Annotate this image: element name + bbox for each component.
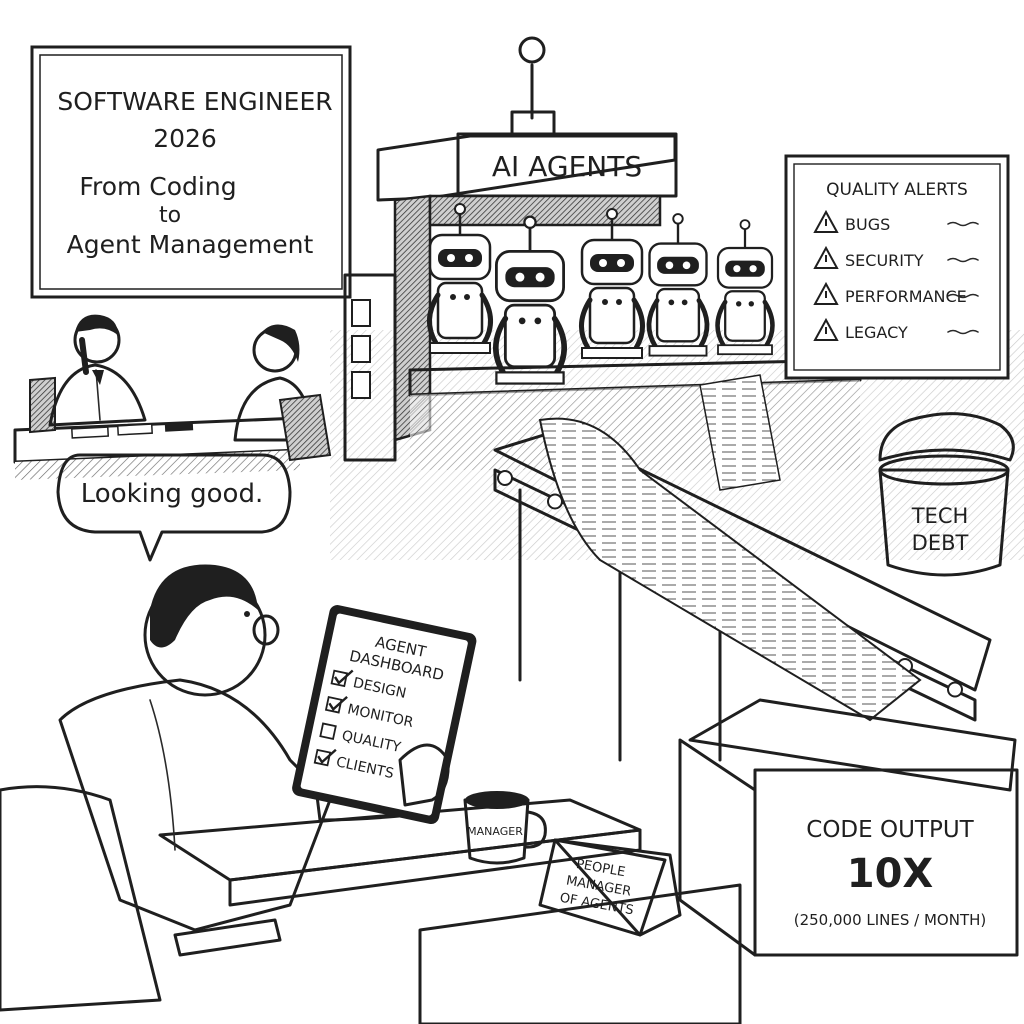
checkmark-icon	[317, 748, 337, 764]
squiggle	[947, 221, 979, 227]
roller	[947, 681, 963, 698]
squiggle	[947, 329, 979, 335]
alert-item: BUGS	[813, 209, 979, 234]
tech-debt-line1: TECH	[911, 504, 969, 528]
speech-bubble-text: Looking good.	[81, 479, 263, 509]
tech-debt-bin: TECH DEBT	[878, 412, 1015, 577]
output-line1: CODE OUTPUT	[806, 817, 974, 843]
alerts-title: QUALITY ALERTS	[826, 180, 968, 200]
colleague-on-phone	[48, 314, 147, 427]
squiggle	[947, 293, 979, 299]
robot	[427, 203, 493, 354]
agent-dashboard-tablet: AGENT DASHBOARD DESIGNMONITORQUALITYCLIE…	[292, 605, 477, 824]
wall-sign-line3: From Coding	[79, 172, 236, 201]
code-output-box: CODE OUTPUT 10X (250,000 LINES / MONTH)	[678, 698, 1019, 957]
checkmark-icon	[328, 696, 348, 712]
robot	[579, 208, 645, 359]
robot-agents	[427, 203, 775, 385]
checkmark-icon	[333, 669, 354, 685]
alert-item: LEGACY	[813, 317, 979, 342]
wall-sign-line5: Agent Management	[67, 230, 314, 259]
wall-sign-title: SOFTWARE ENGINEER	[57, 87, 332, 116]
output-line3: (250,000 LINES / MONTH)	[794, 911, 987, 929]
wall-sign-line4: to	[159, 203, 181, 228]
manager-figure	[58, 564, 412, 932]
machine-sign: AI AGENTS	[492, 150, 642, 183]
robot	[493, 215, 567, 385]
quality-alerts-board: QUALITY ALERTS BUGS SECURITY PERFORMANCE LE…	[784, 154, 1010, 380]
checkbox	[324, 696, 343, 714]
background-meeting	[13, 314, 332, 480]
alert-item: SECURITY	[813, 245, 979, 270]
checkbox	[319, 722, 337, 740]
conveyor-belt	[493, 374, 992, 762]
hand	[398, 743, 450, 807]
robot	[646, 213, 710, 357]
speech-bubble: Looking good.	[56, 453, 292, 562]
squiggle	[947, 257, 979, 263]
wall-sign-year: 2026	[153, 124, 217, 153]
roller	[497, 470, 513, 486]
office-chair	[0, 785, 282, 1012]
output-line2: 10X	[847, 851, 934, 897]
roller	[547, 493, 563, 510]
alert-item: PERFORMANCE	[813, 281, 979, 306]
checkbox	[330, 669, 349, 688]
alert-item-label: PERFORMANCE	[845, 287, 967, 306]
alert-item-label: LEGACY	[845, 323, 908, 342]
alert-item-label: BUGS	[845, 215, 890, 234]
tech-debt-line2: DEBT	[912, 531, 969, 555]
mug-label: MANAGER	[467, 825, 523, 838]
colleague-listening	[233, 324, 332, 462]
checkbox	[313, 748, 332, 767]
wall-sign: SOFTWARE ENGINEER 2026 From Coding to Ag…	[30, 45, 352, 299]
robot	[715, 219, 775, 356]
coffee-mug: MANAGER	[463, 791, 547, 865]
alert-item-label: SECURITY	[845, 251, 924, 270]
